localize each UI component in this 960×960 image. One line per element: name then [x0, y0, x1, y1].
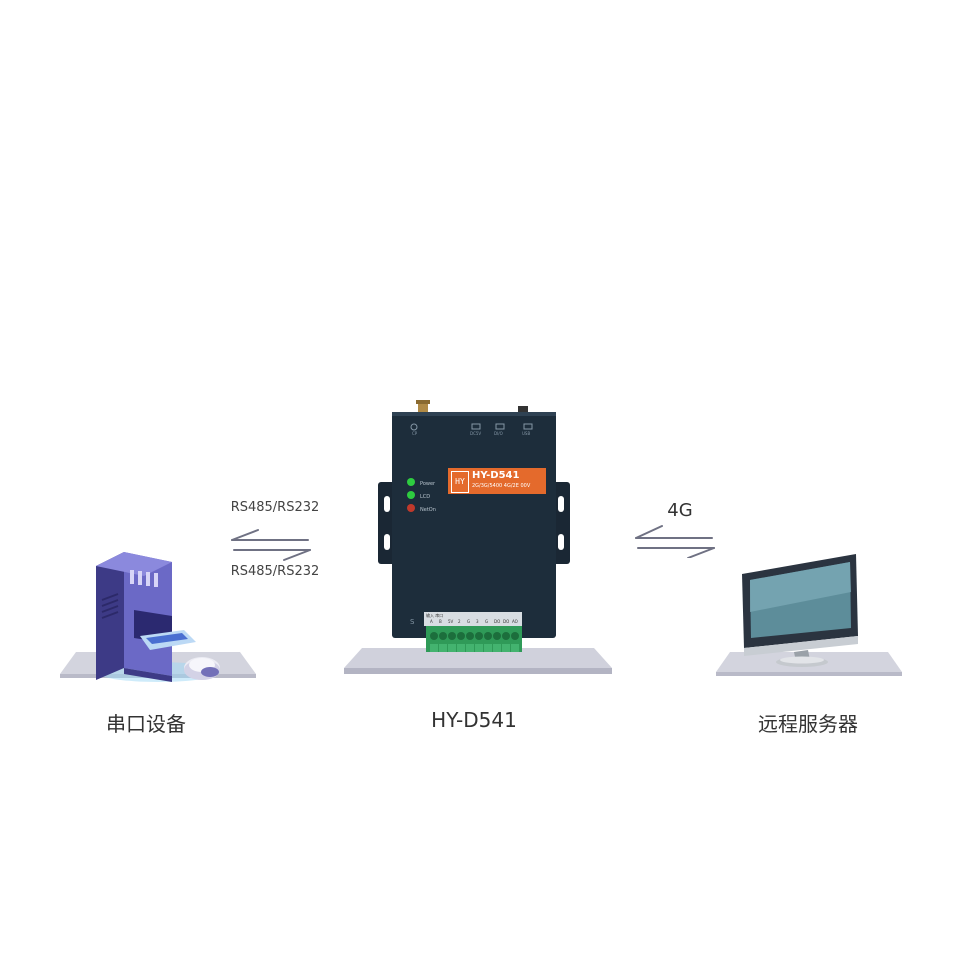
port-label: DI/O	[494, 431, 503, 436]
dtu-gateway-icon	[378, 400, 570, 652]
pin-label: A	[430, 619, 433, 624]
left-link-top-label: RS485/RS232	[230, 500, 320, 515]
plate-subtitle: 2G/3G/5400 4G/2E 00V	[472, 483, 531, 489]
remote-server-label: 远程服务器	[758, 712, 858, 736]
server-cabinet-icon	[96, 552, 220, 682]
serial-device-label: 串口设备	[106, 712, 186, 736]
gateway-device: CP DC5V DI/O USB Power LCD NetOn HY HY-D…	[378, 400, 570, 662]
led-label-neton: NetOn	[420, 507, 436, 513]
gateway-label: HY-D541	[431, 708, 517, 732]
left-link-bottom-label: RS485/RS232	[230, 564, 320, 579]
led-label-power: Power	[420, 481, 436, 487]
pin-label: DO	[503, 619, 510, 624]
brand-mark: HY	[451, 471, 469, 493]
pin-label: AO	[512, 619, 518, 624]
port-label: USB	[522, 431, 531, 436]
led-label-lcd: LCD	[420, 494, 431, 500]
port-label: CP	[412, 431, 418, 436]
gateway-platform	[344, 648, 612, 674]
right-link-top-label: 4G	[667, 500, 693, 521]
right-bidirectional-arrow-icon	[635, 525, 715, 558]
pin-label: 2	[458, 619, 461, 624]
pin-label: G	[467, 619, 471, 624]
mouse-icon	[184, 657, 220, 680]
monitor-icon	[742, 554, 858, 667]
pin-label: 5V	[448, 619, 454, 624]
plate-title: HY-D541	[472, 470, 520, 481]
pin-label: DO	[494, 619, 501, 624]
pin-label: 3	[476, 619, 479, 624]
left-bidirectional-arrow-icon	[231, 529, 311, 561]
led-labels: Power LCD NetOn	[420, 478, 436, 517]
pin-label: G	[485, 619, 489, 624]
pin-label: B	[439, 619, 442, 624]
gateway-top-ports: CP DC5V DI/O USB	[392, 431, 556, 439]
device-plate: HY HY-D541 2G/3G/5400 4G/2E 00V	[448, 468, 546, 494]
side-mark: S	[410, 618, 415, 626]
terminal-header: 输入 串口	[426, 613, 444, 618]
port-label: DC5V	[470, 431, 482, 436]
